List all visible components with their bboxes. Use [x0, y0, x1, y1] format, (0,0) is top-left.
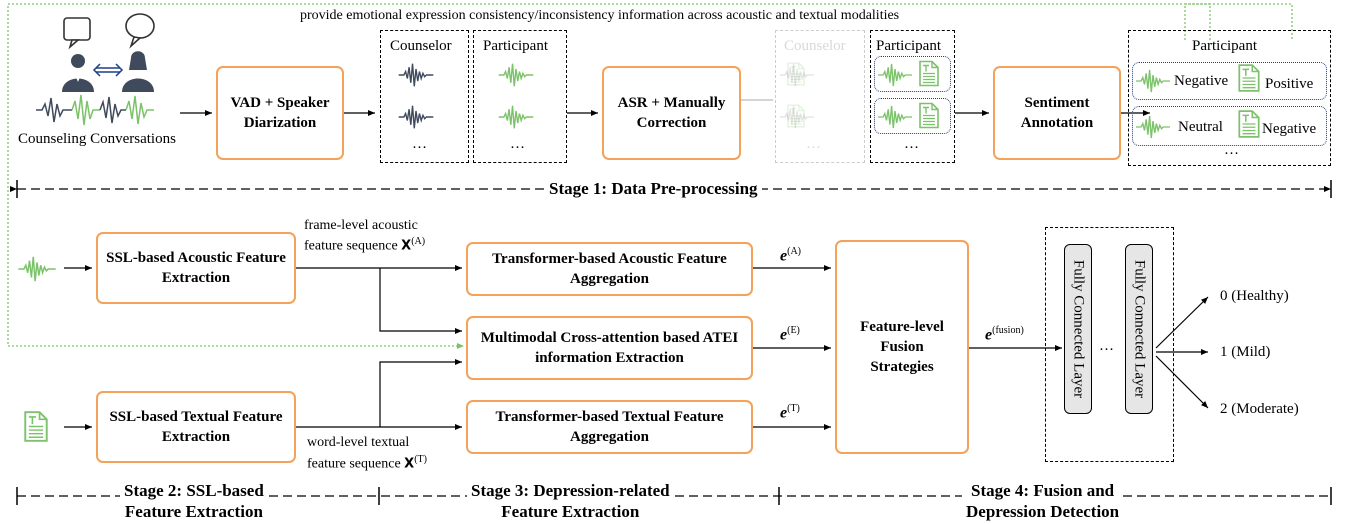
input-audio-icon [18, 256, 56, 282]
row1-text-sentiment: Positive [1265, 76, 1314, 92]
counselor-avatar-icon [62, 17, 94, 92]
output-0: 0 (Healthy) [1220, 288, 1289, 304]
ellipsis-1: … [412, 136, 427, 152]
ssl-textual-box: SSL-based Textual Feature Extraction [96, 391, 296, 463]
acoustic-aggregation-box: Transformer-based Acoustic Feature Aggre… [466, 242, 753, 296]
stage1-label: Stage 1: Data Pre-processing [545, 178, 762, 199]
e-t-label: e(T) [780, 403, 800, 422]
sentiment-row-1 [1132, 62, 1327, 100]
arrow-to-output-2 [1155, 355, 1209, 409]
textual-aggregation-box: Transformer-based Textual Feature Aggreg… [466, 400, 753, 454]
sentiment-row-2 [1132, 106, 1327, 146]
annotated-participant-box [1128, 30, 1331, 166]
transcript-row-1 [874, 56, 951, 92]
counselor-faded-box [775, 30, 865, 163]
e-a-label: e(A) [780, 246, 801, 265]
vad-diarization-box: VAD + Speaker Diarization [216, 66, 344, 160]
fc-layer-2: Fully Connected Layer [1125, 244, 1153, 414]
input-caption: Counseling Conversations [18, 131, 176, 147]
acoustic-seq-line1: frame-level acoustic [304, 218, 418, 233]
counselor-segments-box [380, 30, 469, 163]
fc-ellipsis: … [1099, 338, 1114, 354]
output-1: 1 (Mild) [1220, 344, 1271, 360]
bidirectional-arrow-icon [92, 63, 124, 77]
transcript-row-2 [874, 98, 951, 134]
e-fusion-label: e(fusion) [985, 325, 1024, 344]
arrow-to-output-0 [1155, 296, 1209, 349]
ellipsis-5: … [1224, 142, 1239, 158]
participant-label-2: Participant [876, 38, 941, 54]
e-e-label: e(E) [780, 325, 800, 344]
participant-label: Participant [483, 38, 548, 54]
ellipsis-2: … [510, 136, 525, 152]
top-note: provide emotional expression consistency… [300, 8, 900, 23]
participant-transcripts-box [870, 30, 955, 163]
textual-seq-line1: word-level textual [307, 435, 410, 450]
feedback-dotted-loop [1184, 3, 1293, 40]
participant-label-3: Participant [1192, 38, 1257, 54]
acoustic-seq-label: feature sequence X(A) [304, 236, 426, 254]
fusion-strategies-box: Feature-level Fusion Strategies [835, 240, 969, 454]
conversation-waveform [36, 94, 154, 126]
arrow-textual-to-cross [379, 359, 462, 427]
output-2: 2 (Moderate) [1220, 401, 1299, 417]
asr-correction-box: ASR + Manually Correction [602, 66, 741, 160]
textual-seq-label: feature sequence X(T) [307, 454, 427, 472]
ellipsis-4: … [904, 136, 919, 152]
counselor-label: Counselor [390, 38, 452, 54]
feedback-dotted-return [7, 3, 1211, 349]
participant-segments-box [473, 30, 567, 163]
classifier-box [1045, 227, 1174, 462]
counselor-faded-label: Counselor [784, 38, 846, 54]
participant-avatar-icon [122, 13, 155, 92]
fc-layer-1: Fully Connected Layer [1064, 244, 1092, 414]
row2-text-sentiment: Negative [1262, 121, 1317, 137]
row1-audio-sentiment: Negative [1174, 73, 1229, 89]
cross-attention-box: Multimodal Cross-attention based ATEI in… [466, 316, 753, 380]
ellipsis-3: … [806, 136, 821, 152]
arrow-acoustic-to-cross [379, 268, 462, 334]
sentiment-annotation-box: Sentiment Annotation [993, 66, 1121, 160]
ssl-acoustic-box: SSL-based Acoustic Feature Extraction [96, 232, 296, 304]
row2-audio-sentiment: Neutral [1178, 119, 1223, 135]
